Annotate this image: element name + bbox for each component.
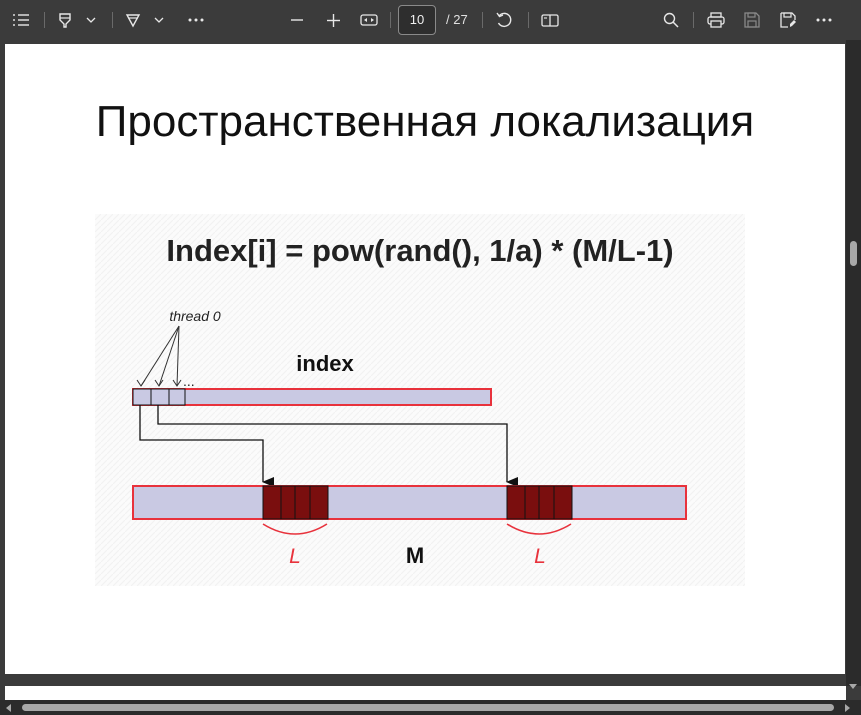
index-pointer-arrows: [139, 405, 518, 487]
draw-chevron-down-icon[interactable]: [150, 0, 168, 40]
two-page-icon[interactable]: [536, 0, 564, 40]
rotate-icon[interactable]: [490, 0, 518, 40]
formula-text: Index[i] = pow(rand(), 1/a) * (M/L-1): [166, 233, 673, 268]
memory-block-right: [506, 485, 573, 520]
toolbar-divider: [482, 12, 483, 28]
ellipsis: ...: [183, 373, 195, 389]
scroll-down-arrow-icon[interactable]: [849, 684, 857, 689]
index-cell: [132, 388, 152, 406]
m-label: M: [406, 543, 424, 568]
zoom-in-icon[interactable]: [320, 0, 346, 40]
memory-block-left: [262, 485, 329, 520]
index-cell: [168, 388, 186, 406]
thread-label: thread 0: [169, 308, 221, 324]
highlight-icon[interactable]: [52, 0, 78, 40]
document-viewer[interactable]: Пространственная локализация Index[i] = …: [0, 40, 861, 715]
print-icon[interactable]: [702, 0, 730, 40]
save-as-icon[interactable]: [774, 0, 802, 40]
toolbar-divider: [390, 12, 391, 28]
horizontal-scroll-thumb[interactable]: [22, 704, 834, 711]
save-icon[interactable]: [738, 0, 766, 40]
scroll-left-arrow-icon[interactable]: [6, 704, 11, 712]
toolbar-divider: [693, 12, 694, 28]
brace-right: [506, 523, 572, 535]
page-total: / 27: [446, 12, 468, 27]
next-page-edge: [5, 686, 846, 700]
l-label-right: L: [534, 545, 546, 568]
fit-page-icon[interactable]: [356, 0, 382, 40]
toolbar-divider: [528, 12, 529, 28]
memory-array-bar: [132, 485, 687, 520]
brace-left: [262, 523, 328, 535]
index-array-bar: [132, 388, 492, 406]
scroll-right-arrow-icon[interactable]: [845, 704, 850, 712]
more-options-icon[interactable]: [810, 0, 838, 40]
draw-icon[interactable]: [120, 0, 146, 40]
vertical-scrollbar[interactable]: [846, 40, 861, 686]
vertical-scroll-thumb[interactable]: [850, 241, 857, 266]
toolbar-divider: [112, 12, 113, 28]
index-label: index: [296, 351, 354, 376]
pdf-page: Пространственная локализация Index[i] = …: [5, 44, 845, 674]
more-tools-icon[interactable]: [182, 0, 210, 40]
l-label-left: L: [289, 545, 301, 568]
search-icon[interactable]: [657, 0, 685, 40]
highlight-chevron-down-icon[interactable]: [82, 0, 100, 40]
pdf-toolbar: 10 / 27: [0, 0, 861, 40]
page-number-input[interactable]: 10: [398, 5, 436, 35]
toolbar-divider: [44, 12, 45, 28]
slide-title: Пространственная локализация: [95, 97, 755, 146]
thread-arrows: [136, 325, 182, 387]
zoom-out-icon[interactable]: [284, 0, 310, 40]
index-cell: [150, 388, 170, 406]
memory-locality-diagram: Index[i] = pow(rand(), 1/a) * (M/L-1) th…: [95, 214, 745, 586]
contents-icon[interactable]: [6, 0, 36, 40]
